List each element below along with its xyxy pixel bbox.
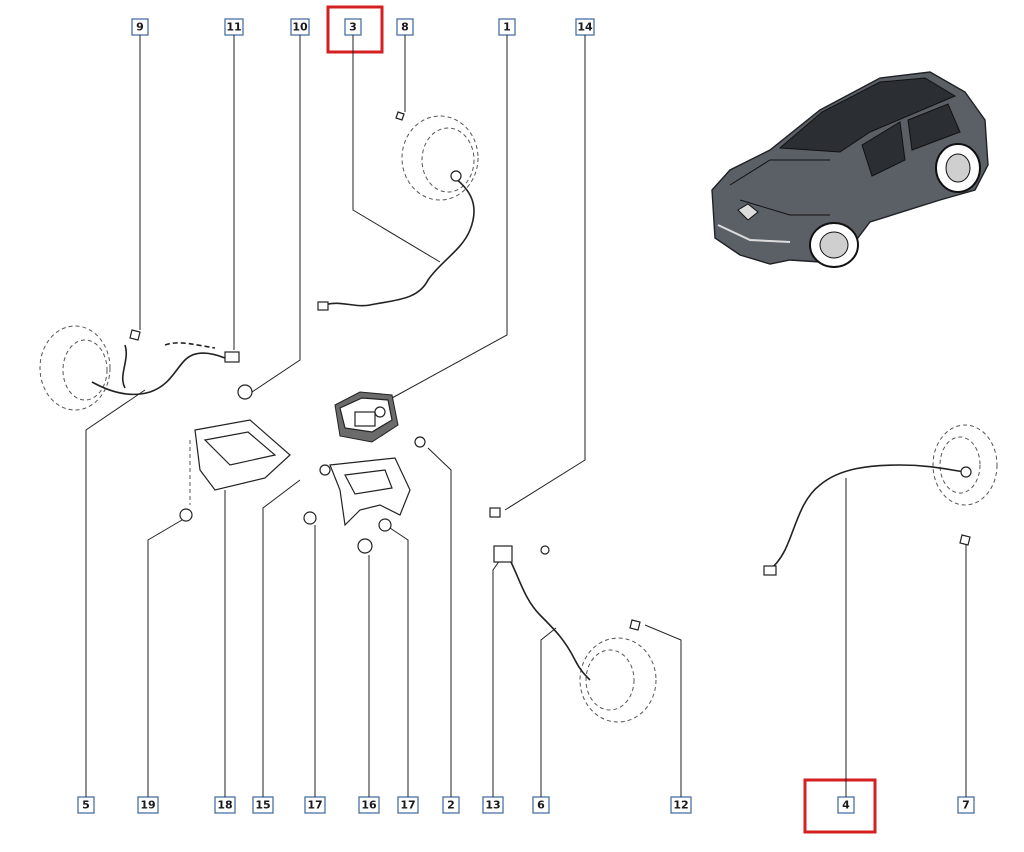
svg-text:14: 14	[577, 21, 593, 34]
highlight-frame-4	[803, 778, 877, 834]
callout-7[interactable]: 7	[957, 796, 975, 814]
svg-text:17: 17	[307, 799, 322, 812]
car-illustration	[711, 71, 989, 268]
callout-12[interactable]: 12	[670, 796, 692, 814]
callout-16[interactable]: 16	[358, 796, 380, 814]
callout-18[interactable]: 18	[214, 796, 236, 814]
svg-text:6: 6	[537, 799, 545, 812]
front-right-wheel-sensor	[317, 111, 479, 311]
svg-text:16: 16	[361, 799, 377, 812]
left-support-bracket	[179, 419, 291, 522]
abs-mounting-bracket	[303, 457, 411, 554]
callout-10[interactable]: 10	[290, 18, 310, 36]
front-left-wheel-sensor	[39, 325, 253, 411]
svg-text:3: 3	[349, 21, 357, 34]
callout-14[interactable]: 14	[575, 18, 595, 36]
callout-19[interactable]: 19	[137, 796, 159, 814]
svg-text:12: 12	[673, 799, 688, 812]
callout-9[interactable]: 9	[131, 18, 149, 36]
callout-11[interactable]: 11	[224, 18, 244, 36]
callout-5[interactable]: 5	[77, 796, 95, 814]
callout-3[interactable]: 3	[344, 18, 362, 36]
callout-1[interactable]: 1	[498, 18, 516, 36]
svg-text:8: 8	[401, 21, 409, 34]
callout-8[interactable]: 8	[396, 18, 414, 36]
svg-text:13: 13	[485, 799, 500, 812]
callout-13[interactable]: 13	[482, 796, 504, 814]
svg-text:2: 2	[447, 799, 455, 812]
callout-4[interactable]: 4	[837, 796, 855, 814]
rear-right-wheel-sensor	[763, 424, 998, 576]
svg-text:15: 15	[255, 799, 270, 812]
svg-text:5: 5	[82, 799, 90, 812]
abs-hydraulic-unit	[334, 391, 426, 448]
callout-15[interactable]: 15	[252, 796, 274, 814]
svg-text:17: 17	[400, 799, 415, 812]
svg-text:11: 11	[226, 21, 241, 34]
svg-text:1: 1	[503, 21, 511, 34]
callout-17a[interactable]: 17	[304, 796, 326, 814]
leader-lines	[85, 35, 967, 797]
svg-text:18: 18	[217, 799, 232, 812]
rear-left-wheel-sensor	[489, 507, 657, 723]
callout-6[interactable]: 6	[532, 796, 550, 814]
svg-text:4: 4	[842, 799, 850, 812]
svg-text:19: 19	[140, 799, 155, 812]
svg-text:7: 7	[962, 799, 970, 812]
callout-2[interactable]: 2	[442, 796, 460, 814]
svg-text:9: 9	[136, 21, 144, 34]
svg-text:10: 10	[292, 21, 308, 34]
callout-17b[interactable]: 17	[397, 796, 419, 814]
highlight-frame-3	[326, 5, 384, 54]
